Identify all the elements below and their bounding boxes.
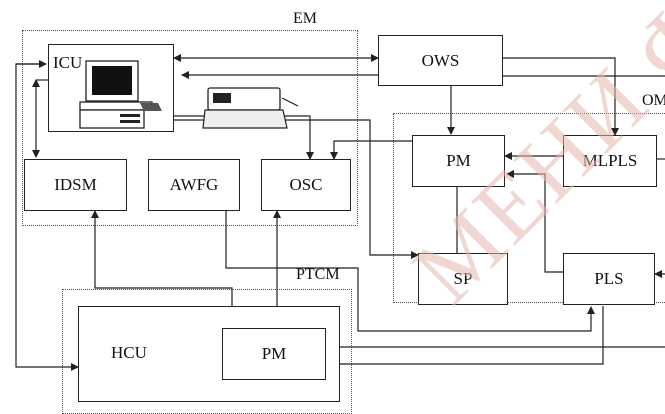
mlpls-block: MLPLS [563,135,657,187]
osc-block: OSC [261,159,351,211]
idsm-block: IDSM [24,159,127,211]
sp-block: SP [418,253,508,305]
hcu-label: HCU [111,343,147,363]
pm-om-block: PM [412,135,505,187]
awfg-block: AWFG [148,159,240,211]
pm-ptcm-block: PM [222,328,326,380]
ows-block: OWS [378,35,503,86]
pls-block: PLS [563,253,655,305]
